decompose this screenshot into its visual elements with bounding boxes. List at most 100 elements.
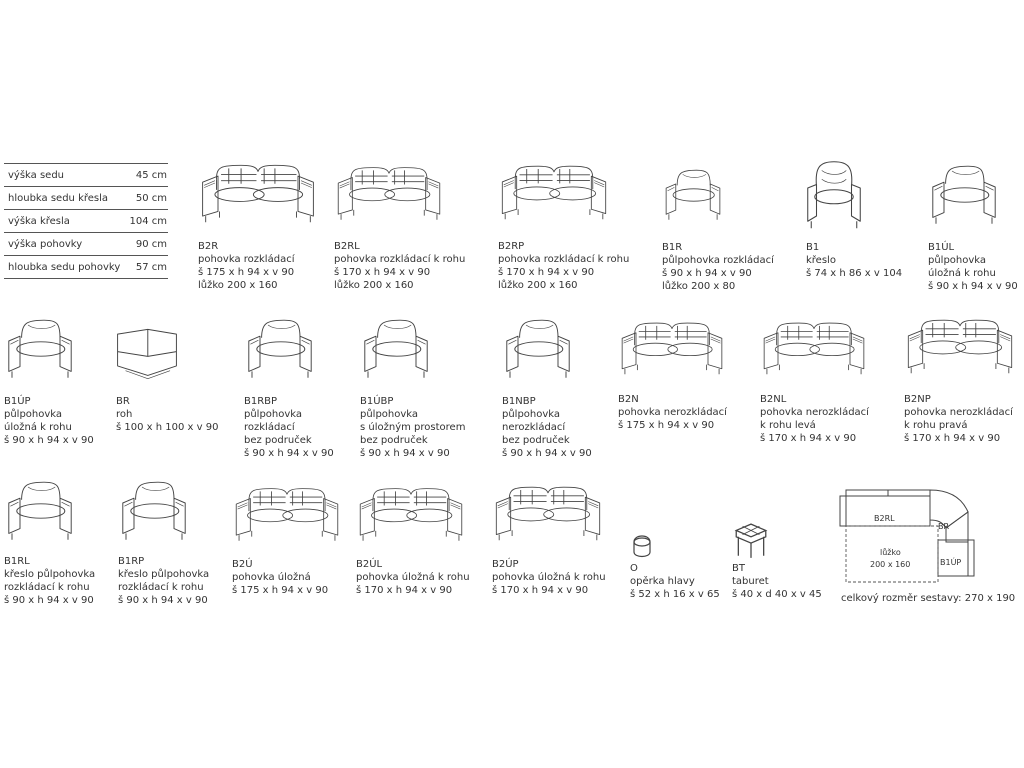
product-size: š 170 x h 94 x v 90	[492, 585, 589, 596]
dimensions-table: výška sedu 45 cm hloubka sedu křesla 50 …	[4, 163, 168, 279]
product-b1rp: B1RP křeslo půlpohovka rozkládací k rohu…	[118, 476, 248, 607]
product-desc: pohovka nerozkládací	[904, 407, 1013, 418]
set-floor-plan: B2RL BR lůžko 200 x 160 B1ÚP	[834, 486, 1024, 611]
product-desc: pohovka nerozkládací	[760, 407, 869, 418]
product-size: š 90 x h 94 x v 90	[360, 448, 450, 459]
product-b1up: B1ÚP půlpohovka úložná k rohu š 90 x h 9…	[4, 314, 134, 447]
dimension-value: 90 cm	[135, 238, 167, 250]
sofa-icon	[359, 488, 463, 542]
product-code: B1	[806, 242, 820, 253]
product-label: B2NP pohovka nerozkládací k rohu pravá š…	[904, 393, 1024, 445]
product-label: B1RP křeslo půlpohovka rozkládací k rohu…	[118, 555, 248, 607]
plan-label-bed-size: 200 x 160	[870, 560, 911, 569]
product-b1nbp: B1NBP půlpohovka nerozkládací bez područ…	[502, 314, 632, 460]
product-b2rp: B2RP pohovka rozkládací k rohu š 170 x h…	[498, 154, 630, 292]
product-label: B1ÚL půlpohovka úložná k rohu š 90 x h 9…	[928, 241, 1024, 293]
sofa-icon	[495, 486, 601, 541]
product-bed: lůžko 200 x 80	[662, 281, 736, 292]
product-label: O opěrka hlavy š 52 x h 16 x v 65	[630, 562, 760, 601]
sofa-icon	[621, 322, 723, 375]
dimension-value: 104 cm	[129, 215, 167, 227]
sofa-icon	[337, 167, 441, 221]
product-code: B1RL	[4, 556, 30, 567]
product-desc: bez područek	[244, 435, 312, 446]
product-b1ubp: B1ÚBP půlpohovka s úložným prostorem bez…	[360, 314, 490, 460]
product-code: B2N	[618, 394, 639, 405]
product-code: BR	[116, 396, 130, 407]
product-desc: k rohu pravá	[904, 420, 968, 431]
product-desc: půlpohovka	[360, 409, 419, 420]
product-desc: úložná k rohu	[4, 422, 72, 433]
product-desc: opěrka hlavy	[630, 576, 695, 587]
product-desc: pohovka úložná k rohu	[492, 572, 606, 583]
dimension-row: výška sedu 45 cm	[4, 163, 168, 187]
product-label: BR roh š 100 x h 100 x v 90	[116, 395, 246, 434]
product-desc: pohovka úložná	[232, 572, 311, 583]
product-size: š 90 x h 94 x v 90	[502, 448, 592, 459]
product-desc: taburet	[732, 576, 769, 587]
product-code: B1RP	[118, 556, 145, 567]
half-sofa-icon	[665, 169, 721, 221]
product-label: B2ÚL pohovka úložná k rohu š 170 x h 94 …	[356, 558, 486, 597]
product-label: B1 křeslo š 74 x h 86 x v 104	[806, 241, 936, 280]
product-label: B1NBP půlpohovka nerozkládací bez područ…	[502, 395, 632, 460]
dimension-value: 57 cm	[135, 261, 167, 273]
half-sofa-icon	[248, 319, 312, 379]
dimension-row: hloubka sedu pohovky 57 cm	[4, 256, 168, 279]
product-code: B2NL	[760, 394, 787, 405]
product-b2ul: B2ÚL pohovka úložná k rohu š 170 x h 94 …	[356, 476, 486, 597]
product-desc: s úložným prostorem	[360, 422, 466, 433]
product-label: B2RP pohovka rozkládací k rohu š 170 x h…	[498, 240, 630, 292]
product-label: B1ÚBP půlpohovka s úložným prostorem bez…	[360, 395, 490, 460]
product-b2nl: B2NL pohovka nerozkládací k rohu levá š …	[760, 312, 890, 445]
product-size: š 90 x h 94 x v 90	[118, 595, 208, 606]
plan-label-bed: lůžko	[880, 548, 901, 557]
product-desc: pohovka nerozkládací	[618, 407, 727, 418]
product-code: B1ÚBP	[360, 396, 394, 407]
dimension-label: výška sedu	[8, 169, 65, 181]
plan-label-b2rl: B2RL	[874, 514, 895, 523]
plan-label-br: BR	[938, 522, 950, 531]
product-br: BR roh š 100 x h 100 x v 90	[116, 324, 246, 434]
product-code: O	[630, 563, 638, 574]
set-total-size: celkový rozměr sestavy: 270 x 190	[841, 593, 1016, 604]
product-b2n: B2N pohovka nerozkládací š 175 x h 94 x …	[618, 312, 748, 432]
product-code: B2RL	[334, 241, 360, 252]
product-desc: pohovka úložná k rohu	[356, 572, 470, 583]
half-sofa-icon	[122, 481, 186, 541]
product-b2np: B2NP pohovka nerozkládací k rohu pravá š…	[904, 308, 1024, 445]
product-b2u: B2Ú pohovka úložná š 175 x h 94 x v 90	[232, 476, 362, 597]
product-desc: bez područek	[502, 435, 570, 446]
product-size: š 170 x h 94 x v 90	[904, 433, 1001, 444]
half-sofa-icon	[364, 319, 428, 379]
sofa-icon	[501, 165, 607, 220]
product-desc: pohovka rozkládací k rohu	[498, 254, 630, 265]
product-desc: pohovka rozkládací k rohu	[334, 254, 466, 265]
product-label: B1RBP půlpohovka rozkládací bez područek…	[244, 395, 374, 460]
product-b2r: B2R pohovka rozkládací š 175 x h 94 x v …	[198, 156, 328, 292]
product-code: B1ÚP	[4, 396, 31, 407]
dimension-label: hloubka sedu pohovky	[8, 261, 121, 273]
product-size: š 170 x h 94 x v 90	[334, 267, 431, 278]
product-label: B2ÚP pohovka úložná k rohu š 170 x h 94 …	[492, 558, 622, 597]
product-b1rbp: B1RBP půlpohovka rozkládací bez područek…	[244, 314, 374, 460]
product-label: B2R pohovka rozkládací š 175 x h 94 x v …	[198, 240, 328, 292]
product-b1rl: B1RL křeslo půlpohovka rozkládací k rohu…	[4, 476, 134, 607]
product-code: B1R	[662, 242, 683, 253]
sofa-icon	[235, 488, 339, 542]
product-desc: rozkládací k rohu	[4, 582, 90, 593]
product-bed: lůžko 200 x 160	[334, 280, 414, 291]
dimension-label: výška pohovky	[8, 238, 83, 250]
product-code: B1RBP	[244, 396, 278, 407]
product-desc: bez područek	[360, 435, 428, 446]
product-code: B1NBP	[502, 396, 536, 407]
product-desc: půlpohovka	[4, 409, 63, 420]
product-bed: lůžko 200 x 160	[198, 280, 278, 291]
product-desc: rozkládací k rohu	[118, 582, 204, 593]
product-label: B2NL pohovka nerozkládací k rohu levá š …	[760, 393, 890, 445]
product-code: BT	[732, 563, 745, 574]
product-b1: B1 křeslo š 74 x h 86 x v 104	[806, 160, 936, 280]
product-desc: půlpohovka rozkládací	[662, 255, 774, 266]
plan-label-b1up: B1ÚP	[940, 558, 962, 567]
product-desc: pohovka rozkládací	[198, 254, 295, 265]
